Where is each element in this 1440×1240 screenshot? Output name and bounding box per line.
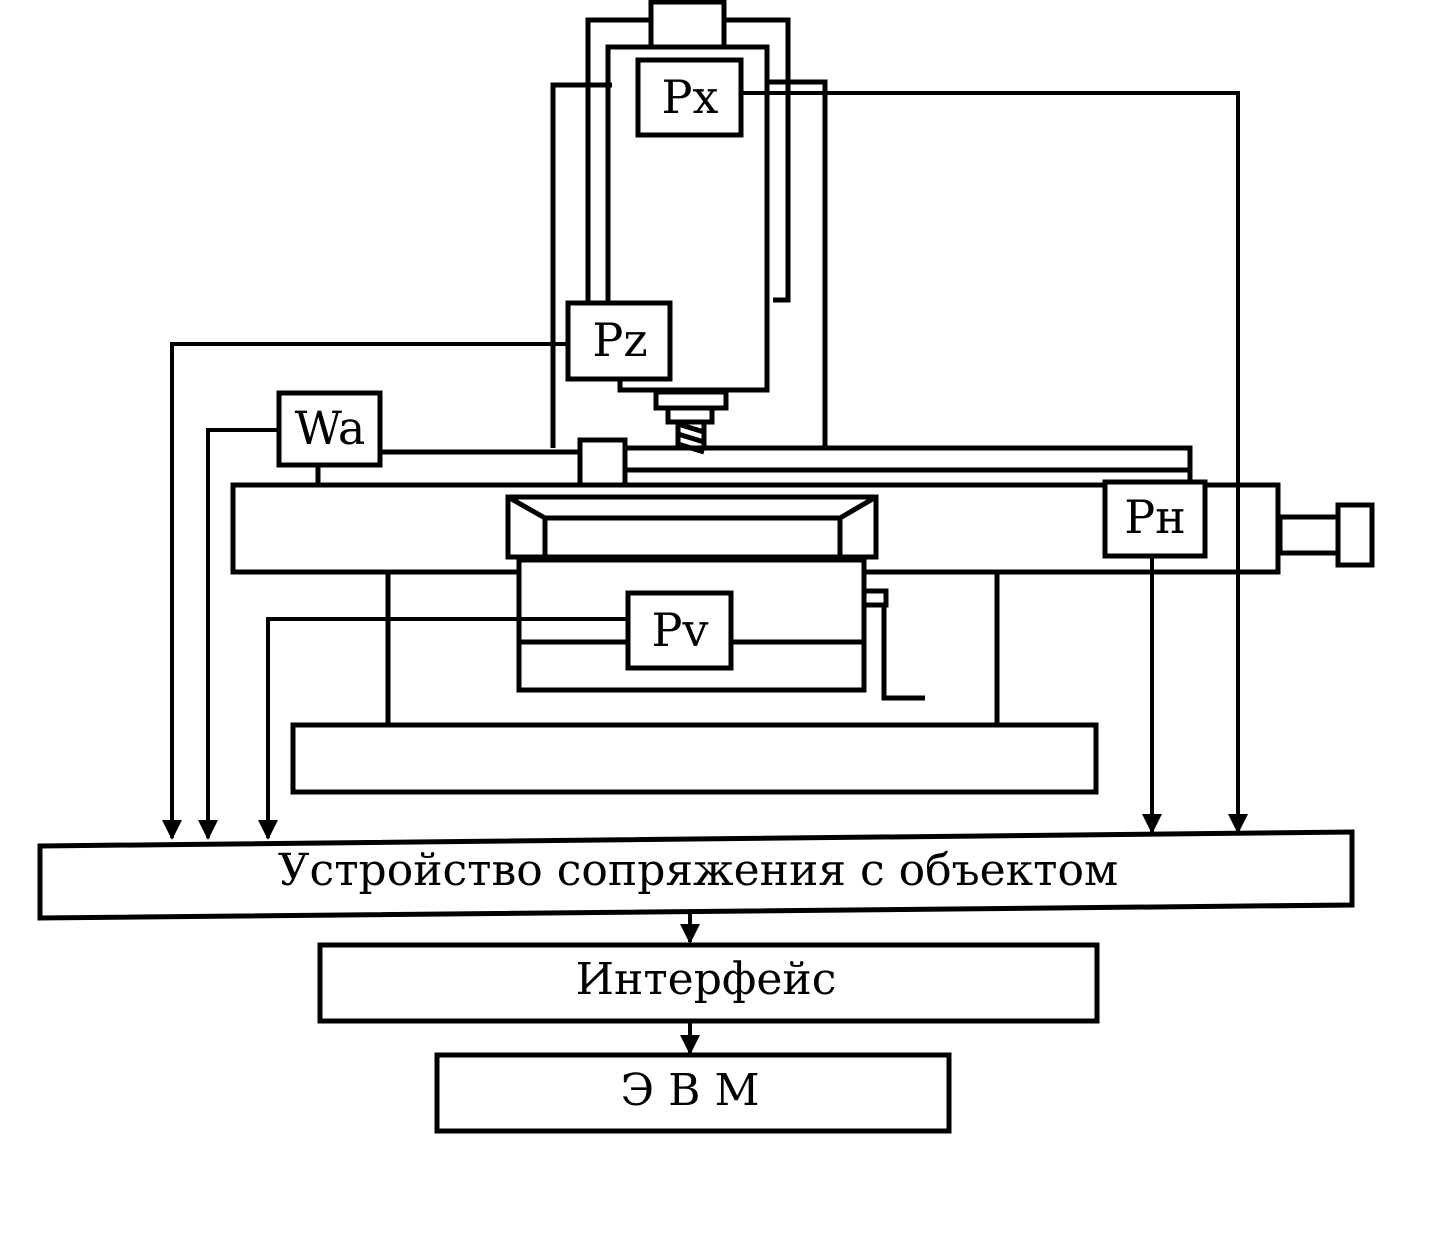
column-right — [767, 79, 828, 446]
sensor-ph: Pн — [1102, 479, 1208, 559]
interface-device-block: Устройство сопряжения с объектом — [37, 829, 1355, 921]
tool-collet — [665, 405, 715, 425]
motor-top — [648, 0, 727, 50]
sensor-pz: Pz — [565, 300, 673, 382]
interface-label: Интерфейс — [576, 954, 837, 1005]
sensor-px-label: Px — [662, 70, 719, 124]
spindle-outer-left — [585, 17, 651, 305]
spindle-outer-right — [724, 17, 791, 303]
table-rail — [380, 437, 1193, 488]
sensor-wa: Wa — [276, 390, 383, 485]
signal-wa — [198, 428, 279, 840]
workpiece-block — [577, 437, 628, 488]
sensor-pz-box — [565, 300, 673, 382]
signal-px — [741, 91, 1248, 834]
rail-right-top — [625, 445, 1193, 480]
fixture-inner — [542, 515, 843, 560]
feed-drive-handwheel — [1335, 502, 1375, 568]
computer-label: Э В М — [620, 1065, 759, 1116]
spindle-assembly — [550, 0, 828, 455]
sensor-pv: Pv — [625, 590, 734, 671]
signal-lines — [162, 91, 1248, 840]
computer-block: Э В М — [434, 1052, 952, 1134]
sensor-wa-label: Wa — [295, 401, 366, 455]
sensor-pv-box — [625, 590, 734, 671]
sensor-px-box — [635, 57, 744, 138]
interface-device-label: Устройство сопряжения с объектом — [278, 845, 1119, 896]
handle-head — [861, 588, 889, 608]
machine-base — [290, 722, 1099, 795]
column-left — [550, 82, 612, 448]
feed-drive-shaft — [1277, 514, 1345, 556]
sensor-wa-box — [276, 390, 383, 468]
sensor-pv-label: Pv — [652, 603, 709, 657]
spindle-inner-housing — [605, 44, 770, 393]
signal-pv — [258, 617, 628, 840]
fixture-bevel-right — [838, 494, 878, 521]
computer-box — [434, 1052, 952, 1134]
handle-lever — [881, 605, 925, 701]
sensor-px: Px — [635, 57, 744, 138]
sensor-ph-box — [1102, 479, 1208, 559]
signal-pz — [162, 342, 568, 840]
interface-box — [317, 942, 1100, 1024]
sensor-ph-label: Pн — [1124, 490, 1186, 544]
fixture-bevel-left — [506, 494, 547, 521]
sensor-pz-label: Pz — [592, 313, 647, 367]
interface-block: Интерфейс — [317, 942, 1100, 1024]
interface-device-box — [37, 829, 1355, 921]
